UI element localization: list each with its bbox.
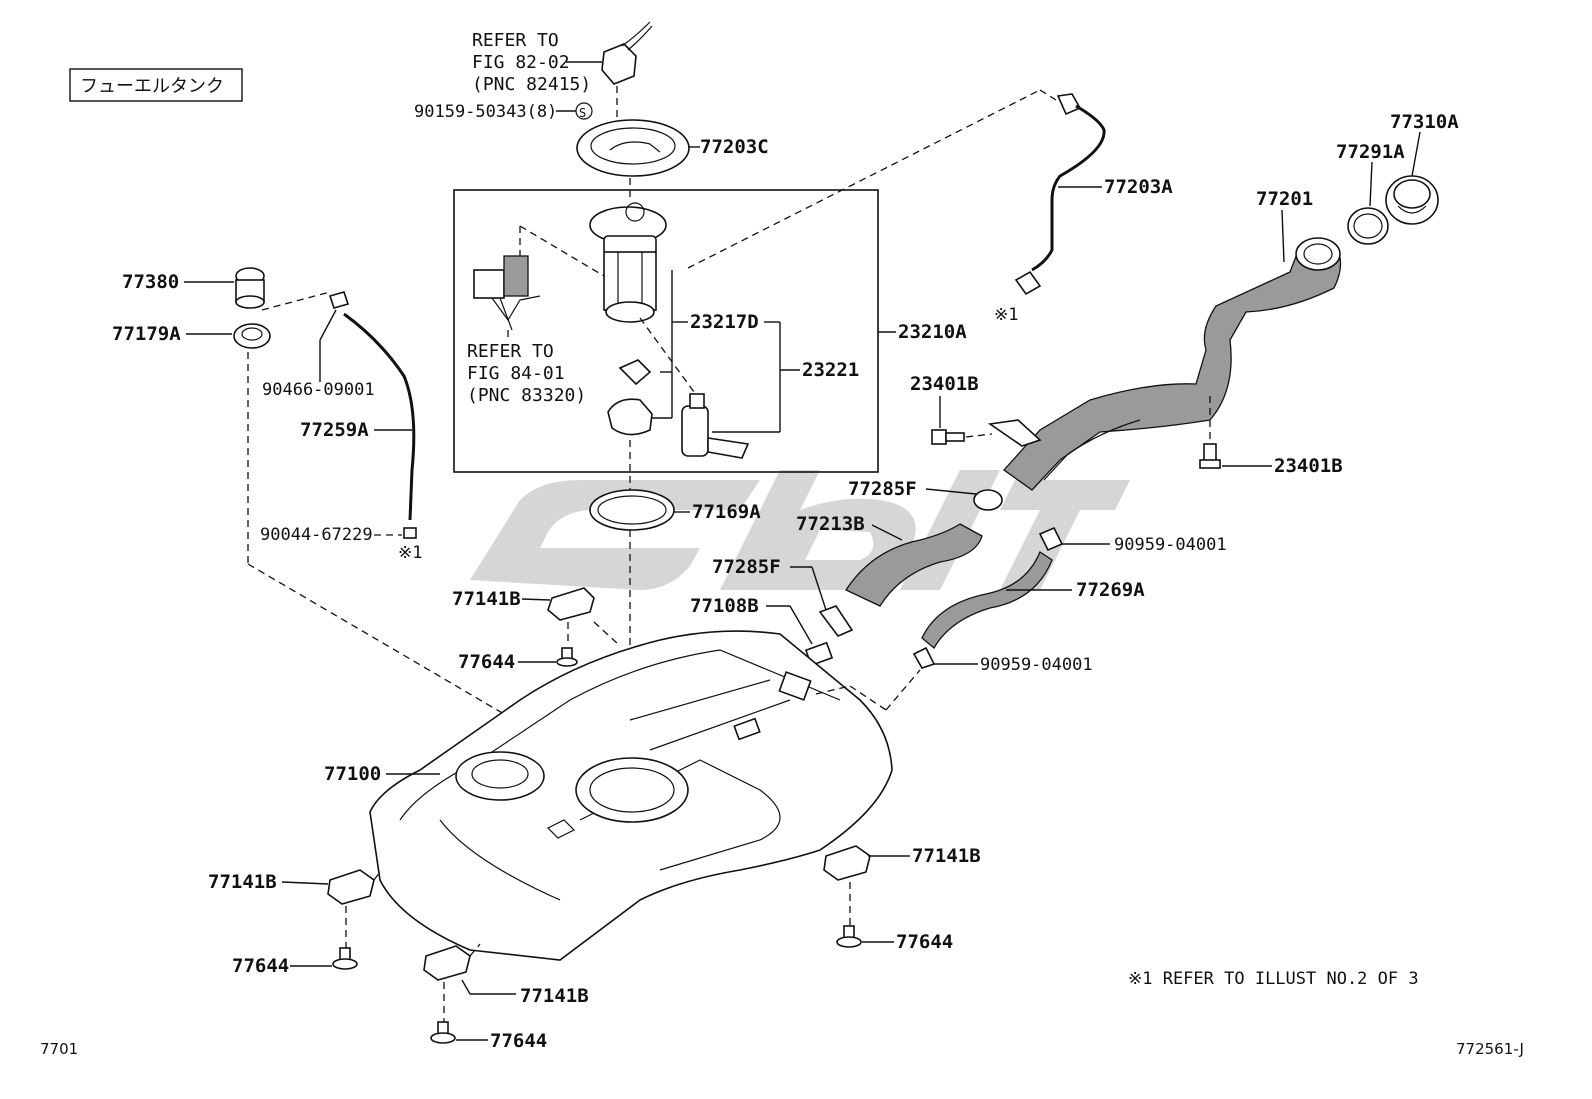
- pump-module-box: [453, 189, 879, 473]
- label-77100: 77100: [324, 763, 381, 785]
- figure-code: 7701: [40, 1040, 78, 1058]
- fuel-tank-77100: [369, 630, 893, 961]
- bolt-77644-right: [836, 925, 862, 948]
- clip-90466: [328, 291, 350, 309]
- grommet-77179A: [233, 323, 271, 349]
- label-77141B-right: 77141B: [912, 845, 981, 867]
- ref-fig-84-line2: FIG 84-01: [467, 363, 565, 384]
- bolt-77644-left: [332, 947, 358, 970]
- label-77644-top: 77644: [458, 651, 515, 673]
- bracket-77141B-left: [327, 869, 375, 905]
- label-90466-09001: 90466-09001: [262, 380, 375, 400]
- note-mark-top: ※1: [994, 305, 1018, 325]
- label-77269A: 77269A: [1076, 579, 1145, 601]
- label-77169A: 77169A: [692, 501, 761, 523]
- label-23217D: 23217D: [690, 311, 759, 333]
- label-77203A: 77203A: [1104, 176, 1173, 198]
- label-77380: 77380: [122, 271, 179, 293]
- label-23401B-top: 23401B: [910, 373, 979, 395]
- bolt-23401B-right: [1199, 443, 1221, 469]
- ref-fig-82-line2: FIG 82-02: [472, 52, 570, 73]
- bolt-77644-bottom: [430, 1021, 456, 1044]
- connector-icon: [601, 21, 653, 85]
- bolt-23401B-top: [931, 429, 965, 445]
- fuel-hose-77213B: [845, 523, 983, 607]
- title-jp: フューエルタンク: [80, 76, 224, 97]
- tube-77259A: [343, 312, 416, 521]
- label-23210A: 23210A: [898, 321, 967, 343]
- gasket-77169A: [589, 489, 675, 531]
- fuel-hose-77269A: [921, 551, 1053, 649]
- ref-fig-84-line3: (PNC 83320): [467, 385, 586, 406]
- hose-clamp-90959-bottom: [912, 646, 936, 669]
- bracket-77141B-bottom: [423, 945, 471, 981]
- label-77644-left: 77644: [232, 955, 289, 977]
- fuel-cap-77310A: [1385, 175, 1439, 225]
- label-77108B: 77108B: [690, 595, 759, 617]
- label-90159-50343: 90159-50343(8): [414, 102, 557, 122]
- label-77141B-top: 77141B: [452, 588, 521, 610]
- label-77179A: 77179A: [112, 323, 181, 345]
- clip-90044: [403, 527, 417, 539]
- ref-fig-84-line1: REFER TO: [467, 341, 554, 362]
- illustration-id: 772561-J: [1456, 1040, 1524, 1058]
- label-23401B-right: 23401B: [1274, 455, 1343, 477]
- fuel-filler-pipe-77201: [987, 237, 1342, 491]
- svg-text:S: S: [579, 106, 586, 120]
- fuel-pump-motor: [681, 393, 750, 459]
- ref-fig-82-line1: REFER TO: [472, 30, 559, 51]
- label-77259A: 77259A: [300, 419, 369, 441]
- gasket-77291A: [1347, 207, 1389, 245]
- label-77203C: 77203C: [700, 136, 769, 158]
- vent-valve-77380: [235, 267, 265, 309]
- fuel-pump-module: [589, 202, 667, 323]
- ref-fig-82-line3: (PNC 82415): [472, 74, 591, 95]
- label-90959-04001-bottom: 90959-04001: [980, 655, 1093, 675]
- bracket-77141B-top: [547, 587, 595, 621]
- label-77141B-bottom: 77141B: [520, 985, 589, 1007]
- bolt-77644-top: [556, 647, 578, 667]
- label-77291A: 77291A: [1336, 141, 1405, 163]
- label-77201: 77201: [1256, 188, 1313, 210]
- footer-note: ※1 REFER TO ILLUST NO.2 OF 3: [1128, 969, 1419, 989]
- fuel-sender-gauge: [473, 255, 541, 331]
- hose-clamp-77285F-top: [973, 489, 1003, 511]
- label-77644-bottom: 77644: [490, 1030, 547, 1052]
- label-77285F-bottom: 77285F: [712, 556, 781, 578]
- label-77644-right: 77644: [896, 931, 953, 953]
- label-23221: 23221: [802, 359, 859, 381]
- fuel-pump-bracket: [607, 398, 653, 436]
- hose-clamp-77285F-bottom: [818, 605, 854, 637]
- pump-cover-plate: [576, 119, 690, 177]
- label-77285F-top: 77285F: [848, 478, 917, 500]
- fuel-filter-clip: [618, 359, 652, 386]
- title-box: [69, 68, 243, 102]
- note-mark-left: ※1: [398, 543, 422, 563]
- bracket-77141B-right: [823, 845, 871, 881]
- wire-harness-77203A: [1014, 93, 1106, 296]
- label-77213B: 77213B: [796, 513, 865, 535]
- label-90959-04001-top: 90959-04001: [1114, 535, 1227, 555]
- label-77141B-left: 77141B: [208, 871, 277, 893]
- label-77310A: 77310A: [1390, 111, 1459, 133]
- label-90044-67229: 90044-67229: [260, 525, 373, 545]
